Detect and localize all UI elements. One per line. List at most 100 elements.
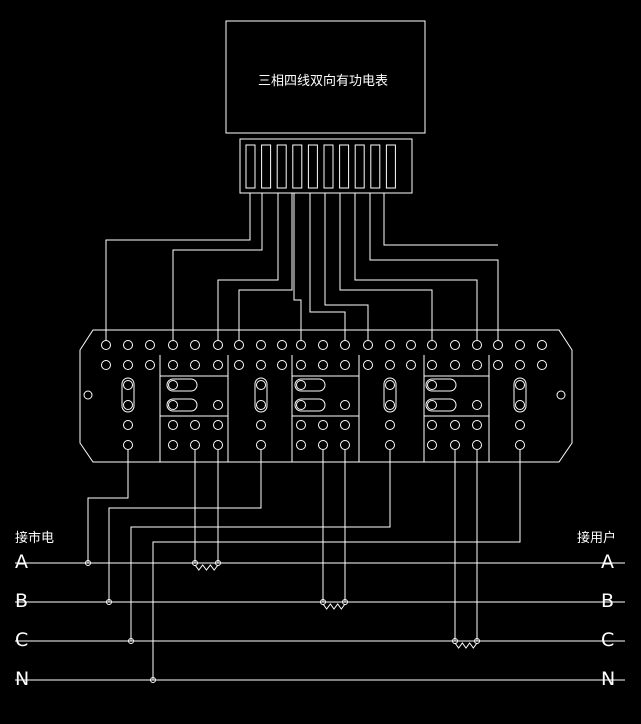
slide-link: [166, 378, 198, 392]
terminal-hole: [472, 360, 482, 370]
meter-terminal: [385, 144, 396, 189]
wire: [369, 193, 499, 340]
terminal-hole: [385, 340, 395, 350]
terminal-hole: [385, 400, 395, 410]
terminal-hole: [340, 420, 350, 430]
terminal-hole: [168, 400, 178, 410]
meter-terminal: [276, 144, 287, 189]
terminal-hole: [318, 340, 328, 350]
slide-link: [383, 377, 397, 413]
bus-b-left-label: B: [15, 590, 28, 612]
terminal-hole: [123, 340, 133, 350]
meter-title: 三相四线双向有功电表: [258, 73, 388, 89]
terminal-hole: [213, 340, 223, 350]
load-label: 接用户: [577, 530, 616, 546]
terminal-hole: [363, 360, 373, 370]
wire: [217, 193, 279, 340]
wire: [108, 450, 262, 602]
current-coil: [322, 603, 346, 610]
terminal-hole: [123, 360, 133, 370]
terminal-hole: [537, 340, 547, 350]
slide-link: [425, 378, 457, 392]
terminal-hole: [213, 360, 223, 370]
wire: [105, 193, 251, 340]
terminal-hole: [168, 440, 178, 450]
terminal-hole: [472, 440, 482, 450]
bus-lines: [15, 562, 625, 681]
terminal-hole: [427, 360, 437, 370]
wire: [309, 193, 346, 340]
wire: [172, 193, 263, 340]
terminal-hole: [101, 340, 111, 350]
terminal-hole: [515, 380, 525, 390]
terminal-hole: [296, 420, 306, 430]
current-coil: [194, 564, 219, 571]
meter-terminal: [354, 144, 365, 189]
current-coil: [454, 642, 478, 649]
terminal-hole: [277, 340, 287, 350]
terminal-hole: [296, 400, 306, 410]
wire: [152, 450, 521, 680]
slide-links: [121, 377, 527, 413]
terminal-hole: [123, 440, 133, 450]
bus-c-left-label: C: [15, 629, 28, 651]
terminal-hole: [450, 440, 460, 450]
wire: [87, 450, 129, 563]
terminal-hole: [427, 400, 437, 410]
terminal-hole: [145, 360, 155, 370]
terminal-hole: [515, 400, 525, 410]
meter-terminal: [292, 144, 303, 189]
terminal-hole: [515, 440, 525, 450]
terminal-hole: [190, 340, 200, 350]
bus-wires: [85, 450, 521, 683]
terminal-hole: [450, 360, 460, 370]
terminal-hole: [427, 440, 437, 450]
terminal-hole: [515, 340, 525, 350]
terminal-hole: [168, 380, 178, 390]
terminal-hole: [234, 340, 244, 350]
terminal-hole: [340, 340, 350, 350]
terminal-hole: [190, 420, 200, 430]
terminal-hole: [168, 420, 178, 430]
terminal-hole: [256, 440, 266, 450]
wire: [130, 450, 391, 641]
terminal-hole: [168, 340, 178, 350]
terminal-hole: [340, 440, 350, 450]
meter-terminal-strip: [239, 138, 413, 194]
terminal-hole: [123, 420, 133, 430]
terminal-hole: [296, 360, 306, 370]
wire: [383, 193, 498, 246]
terminal-hole: [318, 440, 328, 450]
terminal-hole: [493, 360, 503, 370]
terminal-hole: [145, 340, 155, 350]
bus-c-right-label: C: [601, 629, 614, 651]
terminal-hole: [450, 420, 460, 430]
slide-link: [166, 398, 198, 412]
terminal-hole: [213, 400, 223, 410]
source-label: 接市电: [15, 530, 54, 546]
terminal-hole: [256, 400, 266, 410]
terminal-hole: [385, 420, 395, 430]
bus-a-left-label: A: [15, 551, 28, 573]
terminal-hole: [318, 360, 328, 370]
terminal-hole: [385, 380, 395, 390]
terminal-hole: [427, 380, 437, 390]
terminal-hole: [427, 420, 437, 430]
meter-wires: [105, 193, 499, 340]
terminal-hole: [493, 340, 503, 350]
meter-terminal: [370, 144, 381, 189]
terminal-hole: [318, 420, 328, 430]
terminal-hole: [450, 340, 460, 350]
bus-n-right-label: N: [601, 668, 615, 690]
slide-link: [121, 377, 135, 413]
terminal-hole: [296, 440, 306, 450]
terminal-hole: [472, 420, 482, 430]
meter-terminal: [323, 144, 334, 189]
terminal-hole: [296, 380, 306, 390]
terminal-hole: [256, 340, 266, 350]
bus-a-right-label: A: [601, 551, 614, 573]
meter-terminal: [261, 144, 272, 189]
terminal-hole: [340, 360, 350, 370]
terminal-hole: [256, 380, 266, 390]
wire: [293, 193, 302, 340]
